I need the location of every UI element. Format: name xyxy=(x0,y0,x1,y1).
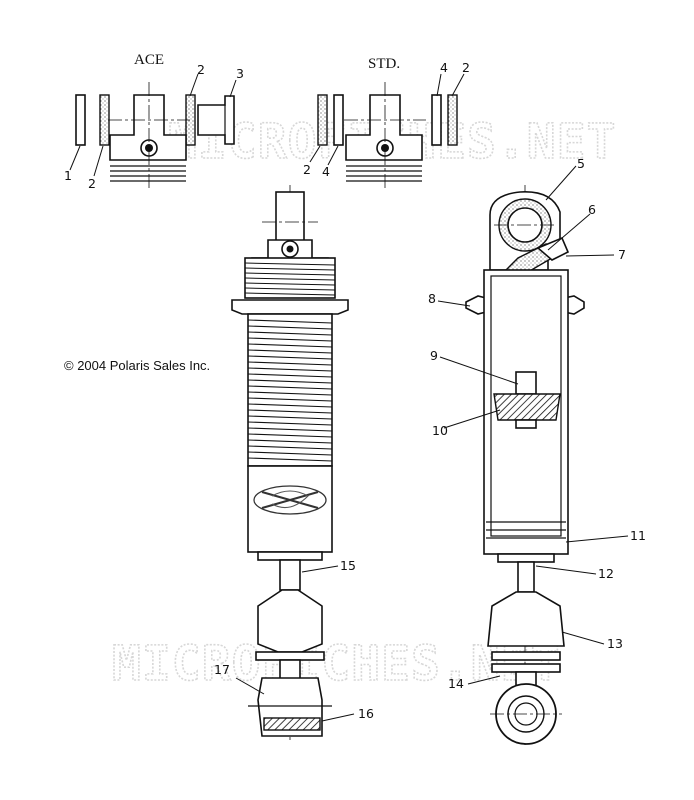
callout-5: 5 xyxy=(577,156,585,171)
bushing-2-left xyxy=(99,94,110,146)
ace-header: ACE xyxy=(134,52,164,68)
bushing-2-std-left xyxy=(317,94,328,146)
callout-13: 13 xyxy=(607,636,623,651)
callout-2-std-left: 2 xyxy=(303,162,311,177)
ace-mount-group xyxy=(75,82,235,190)
callout-9: 9 xyxy=(430,348,438,363)
callout-6: 6 xyxy=(588,202,596,217)
left-shock-assembly xyxy=(231,185,349,740)
left-lower-body xyxy=(247,465,333,553)
washer-1 xyxy=(75,94,86,146)
washer-4-std-right xyxy=(431,94,442,146)
ace-eye-body xyxy=(109,94,187,161)
left-spring-collar xyxy=(231,299,349,315)
callout-10: 10 xyxy=(432,423,448,438)
callout-7: 7 xyxy=(618,247,626,262)
bushing-2-std-right xyxy=(447,94,458,146)
callout-4-std-right: 4 xyxy=(440,60,448,75)
callout-16: 16 xyxy=(358,706,374,721)
leader-lines xyxy=(69,73,629,722)
schrader-valve xyxy=(536,236,570,261)
std-mount-group xyxy=(317,82,458,190)
callout-2-ace-right: 2 xyxy=(197,62,205,77)
callout-14: 14 xyxy=(448,676,464,691)
shock-logo-icon xyxy=(253,485,327,515)
watermark-bottom: MICROFICHES.NET xyxy=(112,636,560,692)
right-collar-left xyxy=(465,295,487,315)
callout-3: 3 xyxy=(236,66,244,81)
std-eye-body xyxy=(345,94,423,161)
washer-4-std-left xyxy=(333,94,344,146)
callout-1: 1 xyxy=(64,168,72,183)
right-bumper xyxy=(487,591,565,647)
left-bumper xyxy=(257,589,323,653)
callout-2-std-right: 2 xyxy=(462,60,470,75)
left-spring-body xyxy=(247,313,333,467)
right-shock-cutaway xyxy=(465,185,585,745)
std-header: STD. xyxy=(368,56,400,72)
left-bottom-bushing xyxy=(263,717,321,731)
callout-11: 11 xyxy=(630,528,646,543)
callout-8: 8 xyxy=(428,291,436,306)
callout-12: 12 xyxy=(598,566,614,581)
left-piston-rod xyxy=(279,559,301,591)
piston-nut xyxy=(515,371,537,395)
copyright-text: © 2004 Polaris Sales Inc. xyxy=(64,358,210,373)
right-piston-rod xyxy=(517,561,535,593)
callout-15: 15 xyxy=(340,558,356,573)
callout-4-std-left: 4 xyxy=(322,164,330,179)
piston-assembly xyxy=(493,393,561,421)
callout-17: 17 xyxy=(214,662,230,677)
callout-2-ace-left: 2 xyxy=(88,176,96,191)
